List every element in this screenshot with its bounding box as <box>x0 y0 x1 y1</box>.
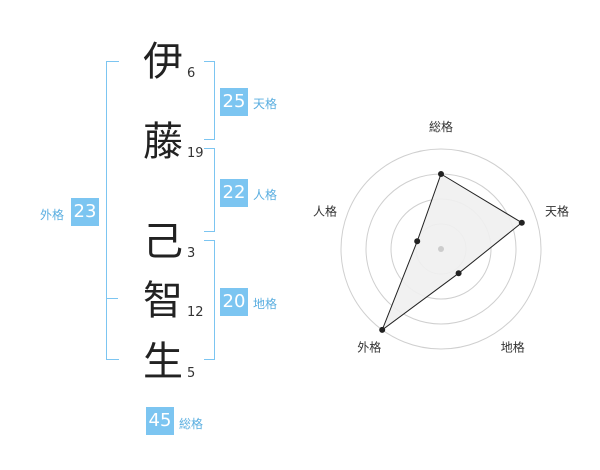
stroke-count-2: 19 <box>187 146 204 161</box>
name-char-3: 己 <box>143 219 183 265</box>
radar-point-4 <box>379 326 386 333</box>
name-char-4: 智 <box>143 278 183 324</box>
radar-axis-label-5: 人格 <box>313 203 337 218</box>
radar-point-3 <box>455 270 462 277</box>
name-char-1: 伊 <box>143 39 183 85</box>
ten-label: 天格 <box>253 97 278 111</box>
radar-ring-4 <box>340 148 542 350</box>
chi-value-badge: 20 <box>220 288 248 316</box>
gai-bracket <box>106 61 119 360</box>
gai-value-badge: 23 <box>71 198 99 226</box>
chi-label: 地格 <box>253 297 278 311</box>
jin-bracket <box>204 148 215 232</box>
radar-polygon <box>381 173 523 332</box>
stroke-count-5: 5 <box>187 366 196 381</box>
stroke-count-4: 12 <box>187 305 204 320</box>
ten-bracket <box>204 61 215 140</box>
radar-center-dot <box>438 246 444 252</box>
radar-axis-label-4: 外格 <box>357 340 381 355</box>
sou-label: 総格 <box>179 417 204 431</box>
jin-value-badge: 22 <box>220 179 248 207</box>
radar-point-2 <box>518 219 525 226</box>
stroke-count-3: 3 <box>187 246 196 261</box>
radar-point-5 <box>414 238 421 245</box>
radar-axis-label-3: 地格 <box>501 340 525 355</box>
sou-value-badge: 45 <box>146 407 174 435</box>
stroke-count-1: 6 <box>187 66 196 81</box>
radar-point-1 <box>438 171 444 177</box>
name-char-5: 生 <box>143 339 183 385</box>
radar-axis-label-2: 天格 <box>545 203 569 218</box>
radar-axis-label-1: 総格 <box>429 119 453 134</box>
gai-label: 外格 <box>40 208 65 222</box>
name-char-2: 藤 <box>143 119 183 165</box>
gai-bracket-mid <box>106 298 118 299</box>
ten-value-badge: 25 <box>220 88 248 116</box>
chi-bracket <box>204 240 215 360</box>
jin-label: 人格 <box>253 188 278 202</box>
